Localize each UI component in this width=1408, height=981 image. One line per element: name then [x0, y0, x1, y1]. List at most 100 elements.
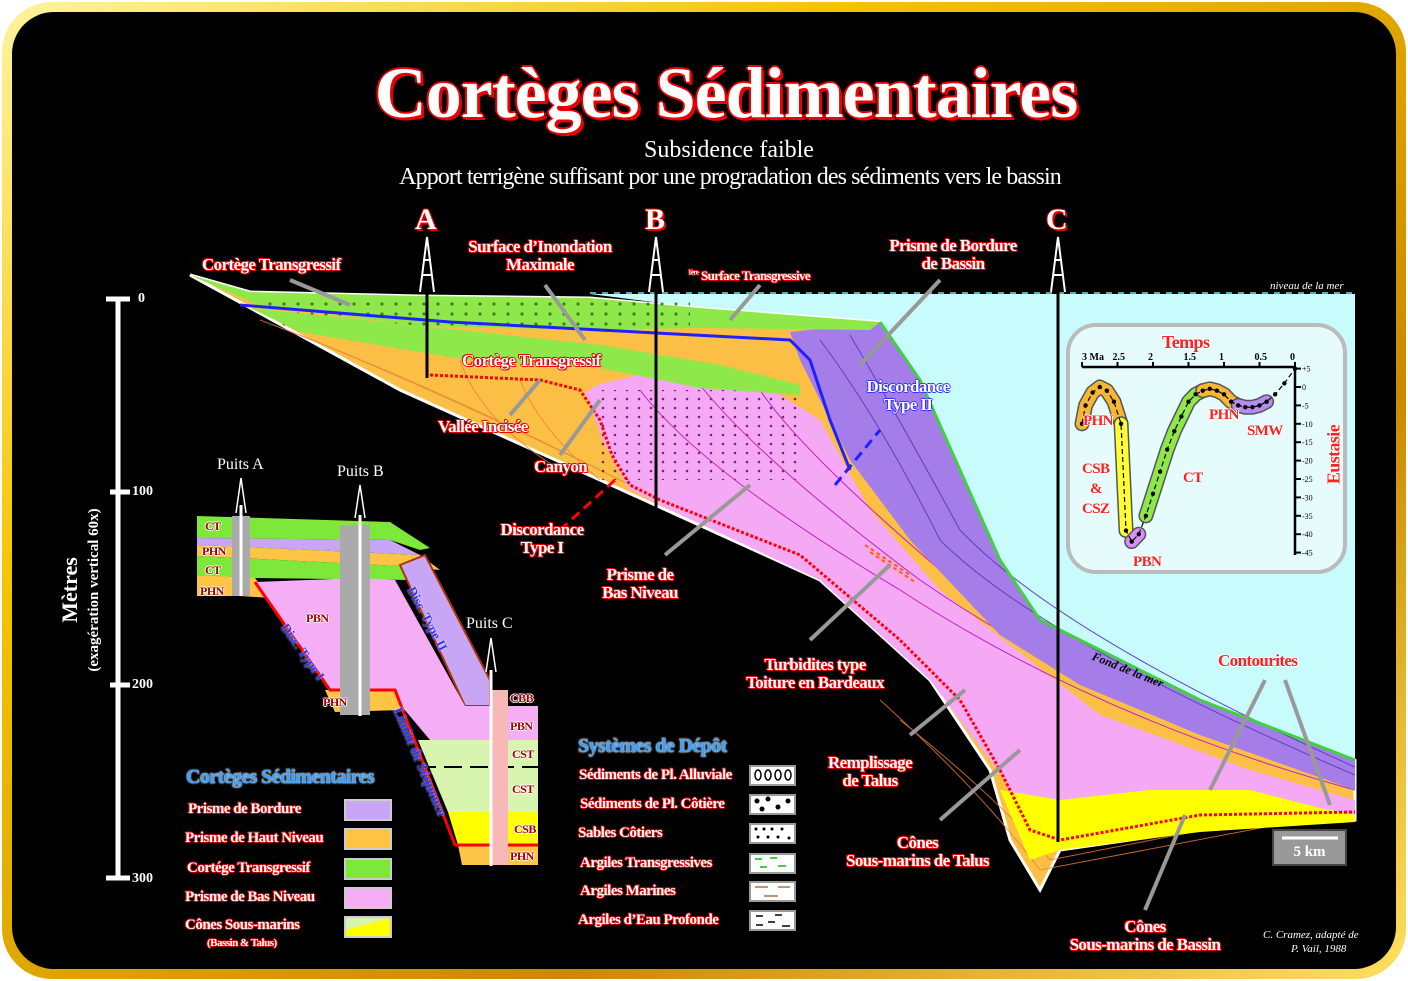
eustasy-curve — [1074, 366, 1298, 550]
eustasy-point — [1272, 392, 1278, 397]
eustasy-point — [1157, 469, 1163, 474]
puits-b-label: Puits B — [337, 463, 384, 480]
eustasy-point — [1090, 390, 1095, 395]
leader-lines — [289, 278, 1332, 911]
type1-unconformity-dashed — [558, 478, 617, 532]
maximum-flooding-surface — [239, 303, 852, 471]
well-a-label: A — [415, 203, 437, 236]
eustasy-point — [1111, 399, 1117, 404]
well-c-layer-cbb: CBB — [510, 691, 534, 705]
depth-tick-0: 0 — [138, 291, 145, 306]
x-tick-label: 2 — [1148, 352, 1153, 363]
x-tick-label: 0.5 — [1255, 352, 1268, 363]
label-canyon: Canyon — [534, 457, 588, 476]
eustasy-point — [1165, 447, 1170, 452]
eustasy-point — [1243, 405, 1248, 410]
inset-ct: CT — [1183, 470, 1203, 486]
label-incised-valley: Vallée Incisée — [438, 417, 528, 436]
panel-derrick-b-icon — [354, 484, 366, 519]
eustasy-point — [1104, 388, 1110, 393]
eustasy-point — [1236, 403, 1241, 408]
depth-tick-200: 200 — [132, 677, 153, 692]
well-a-layer-ct1: CT — [205, 519, 221, 533]
panel-derrick-c-icon — [485, 637, 497, 673]
main-title: Cortèges Sédimentaires — [374, 53, 1079, 133]
eustasy-point — [1118, 421, 1124, 426]
subtitle-2: Apport terrigène suffisant por une progr… — [399, 164, 1062, 190]
well-a-derrick-icon — [419, 236, 435, 293]
label-transgressive-top: Cortège Transgressif — [202, 255, 341, 274]
y-tick-label: -45 — [1302, 549, 1313, 558]
label-turbidites-2: Toiture en Bardeaux — [746, 672, 884, 692]
credit-line-1: C. Cramez, adapté de — [1263, 929, 1359, 941]
eustasy-point — [1083, 403, 1088, 408]
eustasy-point — [1150, 491, 1156, 496]
scale-box — [1272, 829, 1347, 866]
well-b-label: B — [645, 203, 666, 236]
label-basin-fan-2: Sous-marins de Bassin — [1069, 934, 1221, 954]
y-tick-label: -30 — [1302, 493, 1313, 502]
inset-smw: SMW — [1247, 423, 1283, 439]
eustasy-point — [1136, 532, 1142, 537]
depth-tick-300: 300 — [132, 871, 153, 886]
cortege-legend-item: Prisme de Bordure — [188, 801, 301, 817]
eustasy-point — [1282, 381, 1287, 386]
eustasy-point — [1079, 421, 1085, 426]
y-tick-label: -25 — [1302, 475, 1313, 484]
eustasy-point — [1179, 414, 1184, 419]
eustasy-point — [1143, 513, 1149, 518]
y-tick-label: -35 — [1302, 512, 1313, 521]
panel-phn-b-label: PHN — [323, 695, 347, 709]
turbidites — [864, 544, 916, 583]
eustasy-point — [1193, 392, 1198, 397]
label-slope-fill-2: de Talus — [842, 770, 898, 790]
x-tick-label: 1.5 — [1184, 352, 1197, 363]
inset-csz: CSZ — [1082, 501, 1110, 517]
x-tick-label: 1 — [1219, 352, 1224, 363]
label-first-ts-text: Surface Transgressive — [700, 268, 811, 283]
eustasy-point — [1123, 528, 1129, 533]
eustasy-inset-box — [1066, 323, 1347, 574]
depot-legend-item: Argiles Transgressives — [580, 855, 712, 871]
y-tick-label: -5 — [1302, 401, 1309, 410]
purple-bedding-lines — [819, 334, 1356, 776]
eustasy-point — [1292, 366, 1298, 371]
inset-phn2: PHN — [1209, 407, 1239, 423]
label-first-ts-sup: 1ère — [688, 268, 699, 277]
eustasy-point — [1186, 399, 1191, 404]
y-tick-label: -10 — [1302, 420, 1313, 429]
lowstand-dots — [600, 390, 800, 480]
type2-unconformity-dashed — [833, 429, 882, 486]
basin-floor-fans-yellow — [1000, 790, 1355, 860]
depot-patterns — [754, 769, 792, 927]
inset-csb: CSB — [1082, 461, 1110, 477]
depot-legend-item: Argiles d’Eau Profonde — [578, 912, 719, 928]
well-a-layer-phn2: PHN — [200, 584, 224, 598]
label-lowstand-2: Bas Niveau — [602, 582, 678, 602]
cortege-legend-item: Cônes Sous-marins — [185, 917, 300, 933]
depth-tick-100: 100 — [132, 484, 153, 499]
cortege-legend-swatches — [344, 799, 392, 938]
label-basin-fan-1: Cônes — [1124, 917, 1166, 936]
y-tick-label: 0 — [1302, 383, 1306, 392]
x-tick-label: 3 Ma — [1082, 352, 1104, 363]
depth-scale-bar — [106, 296, 130, 881]
sea-level-label: niveau de la mer — [1270, 280, 1344, 292]
horizontal-scale-label: 5 km — [1293, 844, 1326, 860]
panel-orange-phn — [197, 545, 440, 570]
cortege-legend-title: Cortèges Sédimentaires — [186, 766, 375, 788]
label-turbidites-1: Turbidites type — [764, 655, 866, 674]
eustasy-point — [1264, 399, 1269, 404]
eustasy-point — [1200, 388, 1205, 393]
well-c-layer-csb: CSB — [514, 822, 536, 836]
well-c-label: C — [1046, 203, 1068, 236]
well-c-layer-cst1: CST — [512, 747, 534, 761]
label-slope-fan-2: Sous-marins de Talus — [846, 850, 990, 870]
